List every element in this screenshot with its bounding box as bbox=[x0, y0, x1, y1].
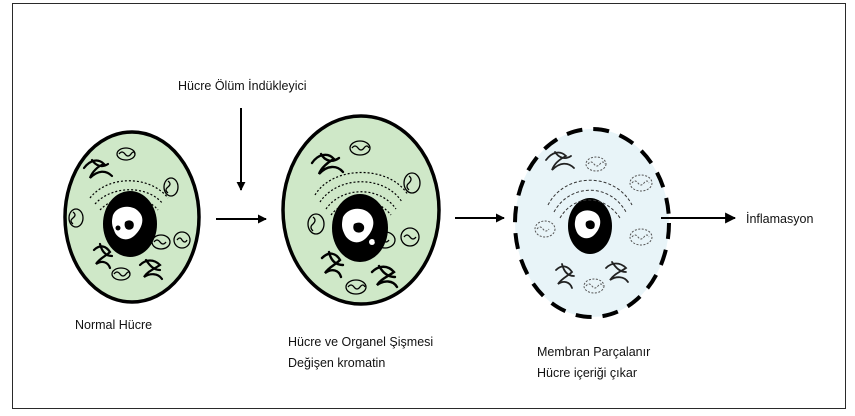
lysed-cell-caption-line2: Hücre içeriği çıkar bbox=[537, 363, 637, 383]
swollen-cell-caption-line1: Hücre ve Organel Şişmesi bbox=[288, 332, 433, 352]
swollen-cell bbox=[283, 116, 439, 304]
swollen-cell-caption-line2: Değişen kromatin bbox=[288, 353, 385, 373]
outcome-label: İnflamasyon bbox=[746, 209, 813, 229]
lysed-nucleus bbox=[568, 198, 612, 254]
swollen-nucleus bbox=[332, 194, 388, 262]
normal-cell bbox=[65, 132, 199, 302]
lysed-cell-caption-line1: Membran Parçalanır bbox=[537, 342, 650, 362]
normal-nucleus bbox=[103, 191, 157, 257]
normal-cell-caption: Normal Hücre bbox=[75, 315, 152, 335]
lysed-cell bbox=[515, 129, 669, 317]
trigger-label: Hücre Ölüm İndükleyici bbox=[178, 76, 307, 96]
